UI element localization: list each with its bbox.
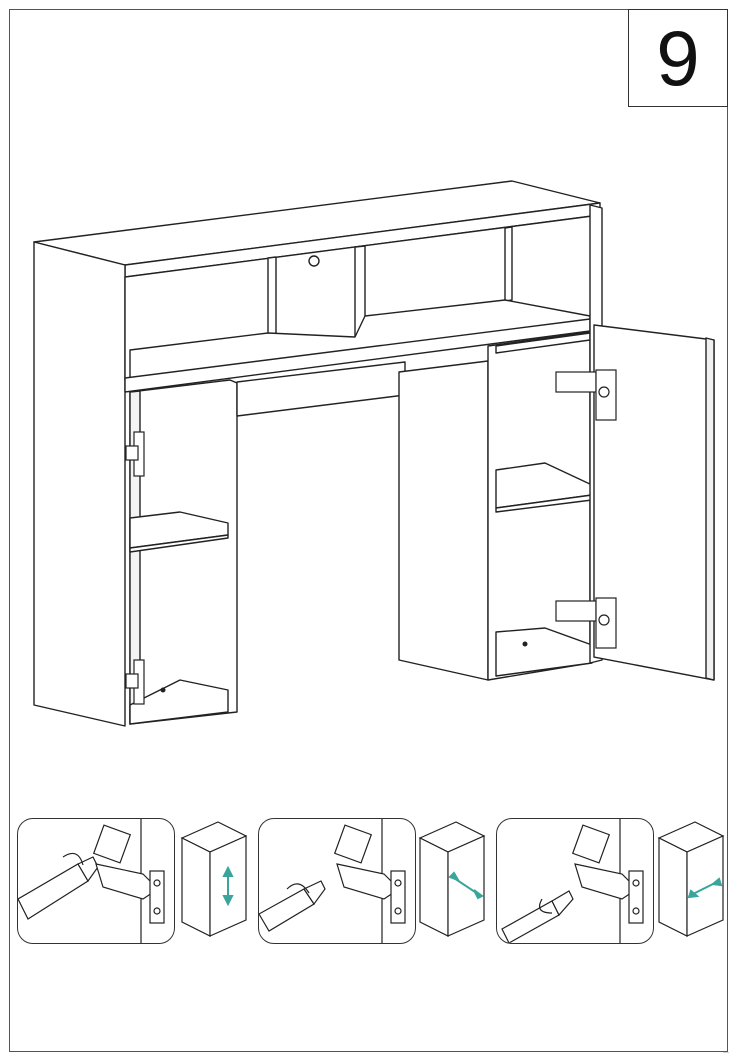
cube-lateral-adjust: [657, 820, 725, 938]
corner-mark: —: [723, 1050, 729, 1056]
adjust-panel-lateral: [496, 818, 654, 944]
screwdriver-hinge-icon: [259, 819, 406, 943]
step-number-box: 9: [628, 9, 728, 107]
cube-vertical-adjust: [180, 820, 248, 938]
adjust-panel-depth: [258, 818, 416, 944]
cube-depth-adjust: [418, 820, 486, 938]
page-frame: [9, 9, 728, 1052]
step-number: 9: [656, 14, 700, 102]
desk-hutch-illustration: [33, 180, 715, 727]
screwdriver-hinge-icon: [18, 819, 165, 943]
screwdriver-hinge-icon: [501, 819, 644, 943]
adjust-panel-vertical: [17, 818, 175, 944]
